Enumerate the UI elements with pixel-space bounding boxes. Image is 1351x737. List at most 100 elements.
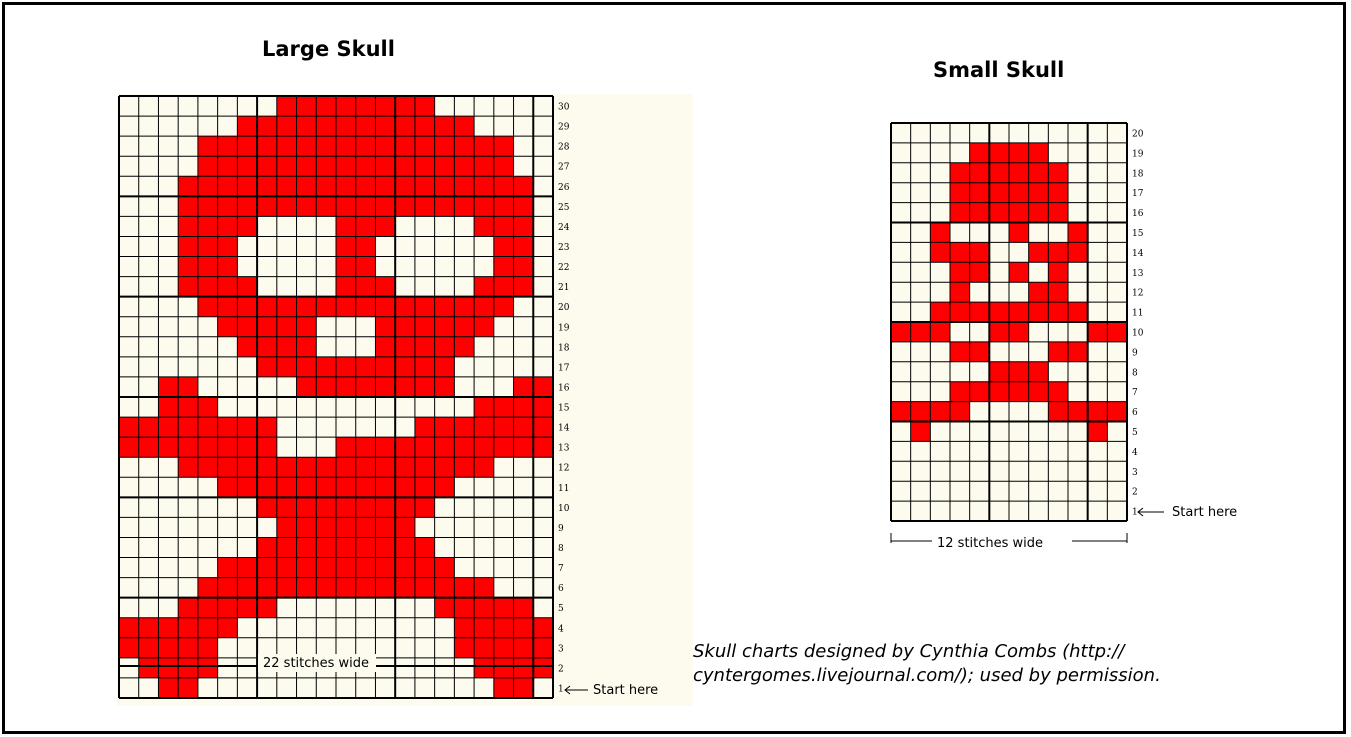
small-stitch-empty	[970, 282, 990, 302]
small-stitch-empty	[989, 262, 1009, 282]
small-stitch-empty	[989, 223, 1009, 243]
small-stitch-empty	[1009, 402, 1029, 422]
small-stitch-empty	[1088, 123, 1108, 143]
small-stitch-empty	[950, 441, 970, 461]
small-stitch-empty	[1107, 441, 1127, 461]
small-stitch-empty	[970, 123, 990, 143]
small-stitch-filled	[970, 163, 990, 183]
small-stitch-empty	[1088, 441, 1108, 461]
small-stitch-empty	[950, 461, 970, 481]
small-stitch-filled	[930, 223, 950, 243]
small-stitch-empty	[891, 441, 911, 461]
small-stitch-filled	[1068, 342, 1088, 362]
small-stitch-empty	[930, 461, 950, 481]
small-stitch-empty	[950, 223, 970, 243]
small-row-number: 18	[1132, 169, 1144, 179]
small-stitch-empty	[1107, 183, 1127, 203]
small-stitch-filled	[930, 402, 950, 422]
small-stitch-empty	[1088, 362, 1108, 382]
small-stitch-empty	[1107, 342, 1127, 362]
small-stitch-filled	[970, 302, 990, 322]
small-stitch-filled	[1048, 282, 1068, 302]
small-stitch-filled	[1029, 163, 1049, 183]
small-stitch-empty	[989, 282, 1009, 302]
small-stitch-filled	[970, 242, 990, 262]
small-stitch-empty	[1068, 143, 1088, 163]
small-stitch-empty	[1107, 422, 1127, 442]
small-stitch-filled	[1048, 183, 1068, 203]
small-stitch-empty	[1088, 481, 1108, 501]
small-stitch-filled	[1009, 203, 1029, 223]
small-stitch-empty	[1048, 322, 1068, 342]
small-stitch-empty	[1029, 422, 1049, 442]
small-stitch-empty	[1088, 203, 1108, 223]
small-row-number: 2	[1132, 488, 1138, 498]
credit-text: Skull charts designed by Cynthia Combs (…	[693, 640, 1161, 688]
small-stitch-filled	[950, 183, 970, 203]
small-stitch-empty	[989, 461, 1009, 481]
small-stitch-filled	[1048, 342, 1068, 362]
small-stitch-empty	[950, 362, 970, 382]
small-row-number: 12	[1132, 289, 1143, 299]
small-stitch-empty	[891, 143, 911, 163]
small-stitch-empty	[1088, 501, 1108, 521]
small-stitch-empty	[930, 183, 950, 203]
small-stitch-empty	[1088, 461, 1108, 481]
small-stitch-empty	[1107, 223, 1127, 243]
small-stitch-empty	[1107, 501, 1127, 521]
small-stitch-empty	[911, 163, 931, 183]
small-stitch-empty	[1068, 183, 1088, 203]
small-row-number: 15	[1132, 229, 1144, 239]
small-stitch-empty	[930, 481, 950, 501]
small-stitch-empty	[911, 302, 931, 322]
small-stitch-empty	[970, 402, 990, 422]
small-stitch-filled	[1048, 203, 1068, 223]
small-row-number: 20	[1132, 129, 1144, 139]
small-stitch-empty	[891, 302, 911, 322]
small-stitch-empty	[1088, 242, 1108, 262]
small-stitch-empty	[950, 143, 970, 163]
small-stitch-empty	[1048, 461, 1068, 481]
small-stitch-empty	[911, 481, 931, 501]
small-stitch-filled	[950, 282, 970, 302]
small-stitch-empty	[891, 382, 911, 402]
small-stitch-empty	[1009, 242, 1029, 262]
small-stitch-empty	[950, 481, 970, 501]
small-stitch-empty	[930, 382, 950, 402]
small-stitch-filled	[1048, 402, 1068, 422]
small-stitch-empty	[1107, 362, 1127, 382]
small-stitch-empty	[989, 123, 1009, 143]
small-stitch-empty	[1029, 501, 1049, 521]
small-stitch-empty	[911, 242, 931, 262]
small-stitch-empty	[891, 223, 911, 243]
small-stitch-filled	[911, 322, 931, 342]
small-stitch-empty	[970, 501, 990, 521]
small-stitch-empty	[1107, 282, 1127, 302]
small-stitch-filled	[950, 262, 970, 282]
small-stitch-filled	[1029, 282, 1049, 302]
small-stitch-empty	[1088, 302, 1108, 322]
small-row-number: 11	[1132, 309, 1143, 319]
small-stitch-empty	[930, 282, 950, 302]
small-stitch-filled	[950, 382, 970, 402]
small-stitch-empty	[1068, 422, 1088, 442]
small-row-number: 6	[1132, 408, 1138, 418]
small-row-number: 9	[1132, 348, 1138, 358]
small-stitch-empty	[1029, 223, 1049, 243]
small-stitch-empty	[989, 242, 1009, 262]
small-stitch-empty	[970, 461, 990, 481]
small-stitch-filled	[989, 322, 1009, 342]
small-stitch-filled	[1068, 223, 1088, 243]
small-stitch-filled	[1088, 402, 1108, 422]
small-stitch-empty	[989, 481, 1009, 501]
small-row-number: 19	[1132, 149, 1144, 159]
small-stitch-empty	[1029, 441, 1049, 461]
small-stitch-empty	[1048, 441, 1068, 461]
small-stitch-empty	[970, 322, 990, 342]
small-stitch-empty	[930, 422, 950, 442]
small-stitch-empty	[930, 143, 950, 163]
small-stitch-filled	[1029, 183, 1049, 203]
small-row-number: 7	[1132, 388, 1138, 398]
small-stitch-empty	[891, 123, 911, 143]
